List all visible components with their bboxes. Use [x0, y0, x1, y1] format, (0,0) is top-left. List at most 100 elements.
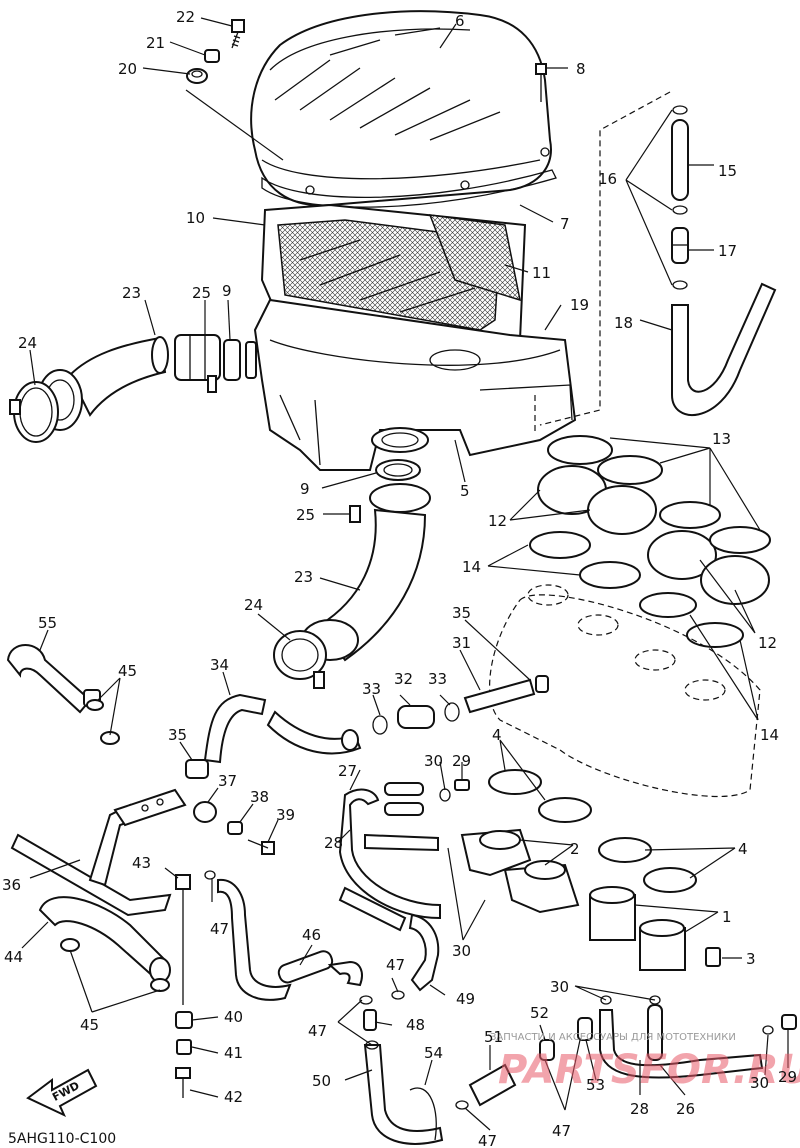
bolt-42: [175, 1067, 191, 1098]
bolt-39: [247, 839, 275, 855]
callout-24: 24: [18, 334, 37, 352]
callout-8: 8: [576, 60, 586, 78]
callout-40: 40: [224, 1008, 243, 1026]
clamp-24-upper: [9, 381, 59, 443]
callout-14: 14: [760, 726, 779, 744]
callout-12: 12: [758, 634, 777, 652]
callout-38: 38: [250, 788, 269, 806]
callout-47: 47: [478, 1132, 497, 1148]
joint-48: [363, 1009, 377, 1031]
collar-21: [204, 49, 220, 63]
callout-7: 7: [560, 215, 570, 233]
clamps-45-upper: [86, 699, 120, 745]
callout-9: 9: [222, 282, 232, 300]
hose-50: [363, 1044, 444, 1145]
callout-55: 55: [38, 614, 57, 632]
callout-19: 19: [570, 296, 589, 314]
clamps-45-lower: [60, 938, 170, 992]
callout-41: 41: [224, 1044, 243, 1062]
callout-23: 23: [122, 284, 141, 302]
callout-13: 13: [712, 430, 731, 448]
hose-46: [217, 878, 363, 1001]
callout-25: 25: [192, 284, 211, 302]
watermark-logo: PARTSFOR.RU: [498, 1047, 800, 1093]
callout-3: 3: [746, 950, 756, 968]
hose-18: [671, 282, 777, 417]
callout-50: 50: [312, 1072, 331, 1090]
callout-47: 47: [552, 1122, 571, 1140]
callout-28: 28: [630, 1100, 649, 1118]
bolt-8: [535, 63, 547, 102]
joint-35-upper: [535, 675, 549, 693]
callout-22: 22: [176, 8, 195, 26]
hose-34: [203, 693, 362, 764]
nut-43: [175, 874, 191, 1005]
callout-45: 45: [118, 662, 137, 680]
grommet-20: [186, 68, 208, 84]
callout-54: 54: [424, 1044, 443, 1062]
callout-4: 4: [492, 726, 502, 744]
clamps-4-upper: [488, 769, 592, 823]
callout-16: 16: [598, 170, 617, 188]
ring-9-lower: [375, 459, 421, 481]
callout-29: 29: [778, 1068, 797, 1086]
callout-35: 35: [168, 726, 187, 744]
damper-40: [175, 1011, 193, 1029]
hoses-28: [364, 782, 439, 852]
callout-23: 23: [294, 568, 313, 586]
callout-42: 42: [224, 1088, 243, 1106]
callout-47: 47: [210, 920, 229, 938]
callout-36: 36: [2, 876, 21, 894]
diagram-code: 5AHG110-C100: [8, 1131, 116, 1147]
callout-35: 35: [452, 604, 471, 622]
callout-30: 30: [424, 752, 443, 770]
callout-labels: 1 2 3 4 4 5 6 7 8 9 9 10 11 12 12 13 14 …: [2, 8, 797, 1148]
leader-lines: [21, 17, 789, 1131]
callout-9: 9: [300, 480, 310, 498]
callout-30: 30: [750, 1074, 769, 1092]
callout-44: 44: [4, 948, 23, 966]
grommet-37: [193, 801, 217, 823]
callout-53: 53: [586, 1076, 605, 1094]
collar-41: [176, 1039, 192, 1055]
callout-2: 2: [570, 840, 580, 858]
callout-34: 34: [210, 656, 229, 674]
callout-48: 48: [406, 1016, 425, 1034]
joint-35-lower: [185, 759, 209, 779]
callout-14: 14: [462, 558, 481, 576]
callout-17: 17: [718, 242, 737, 260]
callout-47: 47: [308, 1022, 327, 1040]
callout-46: 46: [302, 926, 321, 944]
air-filter-case-cover: [250, 10, 552, 207]
callout-24: 24: [244, 596, 263, 614]
filter-32: [397, 705, 435, 729]
screw-22: [231, 19, 245, 49]
clamps-4-lower: [598, 837, 697, 893]
joint-25-upper: [174, 334, 221, 393]
callout-27: 27: [338, 762, 357, 780]
ring-9-upper: [223, 339, 257, 381]
hose-55: [6, 644, 101, 714]
carb-joint-1: [589, 886, 686, 971]
callout-15: 15: [718, 162, 737, 180]
callout-37: 37: [218, 772, 237, 790]
callout-12: 12: [488, 512, 507, 530]
collar-38: [227, 821, 243, 835]
bracket-54: [409, 1087, 437, 1141]
carburetor-assembly: [489, 584, 761, 797]
clamp-24-lower: [273, 630, 327, 689]
hose-28-lower: [647, 1004, 663, 1061]
carb-joint-2: [460, 828, 580, 914]
callout-31: 31: [452, 634, 471, 652]
callout-29: 29: [452, 752, 471, 770]
callout-1: 1: [722, 908, 732, 926]
callout-18: 18: [614, 314, 633, 332]
callout-30: 30: [452, 942, 471, 960]
hose-31: [463, 678, 536, 714]
callout-6: 6: [455, 12, 465, 30]
forward-arrow-icon: FWD: [26, 1068, 98, 1118]
screw-3: [705, 947, 721, 967]
joint-17: [671, 227, 689, 264]
hose-49: [338, 886, 440, 992]
